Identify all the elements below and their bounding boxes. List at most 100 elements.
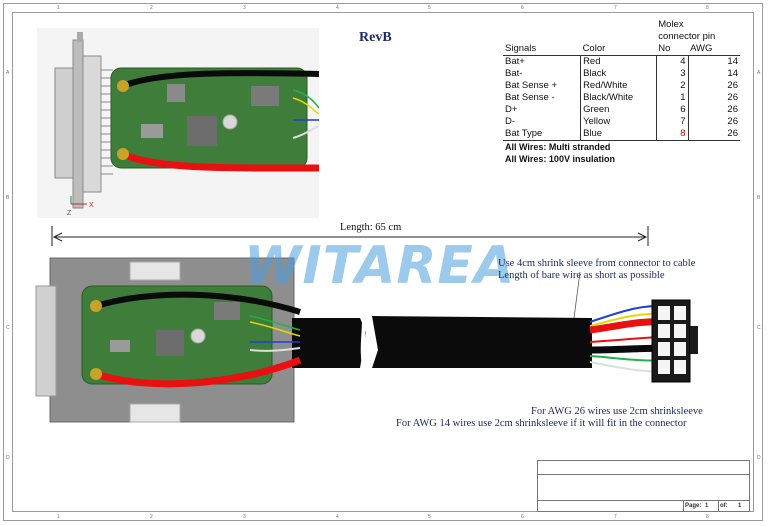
tick-bottom-5: 5: [428, 514, 431, 520]
wire-green-top: [292, 89, 319, 109]
annotation-leader-line: [573, 271, 581, 319]
tick-right-c: C: [757, 325, 761, 331]
tick-top-1: 1: [57, 5, 60, 11]
tick-bottom-8: 8: [706, 514, 709, 520]
row-color: Blue: [580, 128, 657, 141]
tick-bottom-6: 6: [521, 514, 524, 520]
row-awg: 26: [687, 128, 740, 141]
revision-title: RevB: [359, 30, 392, 45]
table-header-color: Color: [582, 43, 606, 54]
row-pin: 6: [655, 104, 689, 116]
row-awg: 26: [687, 92, 740, 104]
tick-right-d: D: [757, 455, 761, 461]
axis-indicator-icon: Z X: [67, 196, 94, 217]
of-number: 1: [738, 503, 742, 509]
tick-right-a: A: [757, 70, 761, 76]
pcb-chip-main-assembly: [156, 330, 184, 356]
cable-sleeve-left: [292, 318, 366, 368]
db-connector-side-view: [54, 32, 102, 209]
pcb-chip-regulator: [141, 124, 163, 138]
row-color: Red: [580, 55, 657, 68]
tick-bottom-7: 7: [614, 514, 617, 520]
wire-black-assembly: [95, 291, 301, 315]
row-pin: 3: [655, 68, 689, 80]
pcb-mounting-hole: [222, 114, 238, 130]
table-row: Bat+ Red 4 14: [503, 55, 740, 68]
pcb-chip-right-assembly: [214, 302, 240, 320]
tick-bottom-3: 3: [243, 514, 246, 520]
tick-top-7: 7: [614, 5, 617, 11]
row-pin: 2: [655, 80, 689, 92]
molex-connector: [651, 299, 698, 383]
screw-top: [129, 261, 181, 281]
annotation-shrink-sleeve: Use 4cm shrink sleeve from connector to …: [498, 258, 696, 269]
row-color: Black: [580, 68, 657, 80]
row-signal: Bat Sense +: [505, 80, 558, 91]
inner-frame: [12, 12, 754, 512]
row-signal: Bat Sense -: [505, 92, 555, 103]
row-signal: D+: [505, 104, 518, 115]
wire-black-top: [121, 70, 319, 89]
wire-red-top: [121, 150, 319, 172]
row-pin: 1: [655, 92, 689, 104]
tick-top-5: 5: [428, 5, 431, 11]
row-color: Black/White: [580, 92, 657, 104]
svg-text:Z: Z: [67, 210, 72, 217]
pcb-chip-small: [167, 84, 185, 102]
solder-pad-red: [117, 148, 129, 160]
cable-sleeve-right: [372, 316, 592, 368]
annotation-bare-wire: Length of bare wire as short as possible: [498, 270, 665, 281]
tick-top-3: 3: [243, 5, 246, 11]
row-color: Green: [580, 104, 657, 116]
wire-signal-table: Molex connector pin Signals Color No AWG…: [503, 19, 740, 165]
row-pin-highlighted: 8: [655, 128, 689, 141]
pcb-mounting-hole-assembly: [190, 328, 206, 344]
tick-bottom-1: 1: [57, 514, 60, 520]
note-multi-stranded: All Wires: Multi stranded: [505, 142, 611, 152]
outer-frame: [3, 3, 763, 521]
pcb-chip-regulator-assembly: [110, 340, 130, 352]
wire-white-top: [292, 125, 319, 139]
row-awg: 14: [687, 68, 740, 80]
of-label: of:: [720, 503, 728, 509]
pcb-chip-main: [187, 116, 217, 146]
watermark-logo: WITAREA: [244, 236, 516, 296]
row-pin: 4: [655, 55, 689, 68]
tick-left-a: A: [6, 70, 10, 76]
table-header-signals: Signals: [505, 43, 537, 54]
tick-top-8: 8: [706, 5, 709, 11]
row-awg: 26: [687, 80, 740, 92]
row-awg: 26: [687, 104, 740, 116]
row-color: Red/White: [580, 80, 657, 92]
table-header-molex: Molex: [658, 19, 684, 30]
solder-pad-black-assembly: [90, 300, 102, 312]
tick-left-c: C: [6, 325, 10, 331]
row-awg: 26: [687, 116, 740, 128]
title-block: [537, 460, 750, 512]
row-signal: Bat+: [505, 56, 525, 67]
tick-top-6: 6: [521, 5, 524, 11]
tick-top-2: 2: [150, 5, 153, 11]
solder-pad-red-assembly: [90, 368, 102, 380]
table-row: Bat Type Blue 8 26: [503, 128, 740, 141]
tick-bottom-2: 2: [150, 514, 153, 520]
table-row: Bat- Black 3 14: [503, 68, 740, 80]
table-row: Bat Sense + Red/White 2 26: [503, 80, 740, 92]
pcb-chip-right: [251, 86, 279, 106]
row-awg: 14: [687, 55, 740, 68]
row-color: Yellow: [580, 116, 657, 128]
table-header-no: No: [658, 43, 671, 54]
tick-top-4: 4: [336, 5, 339, 11]
cable-break-mark: [360, 305, 368, 377]
solder-pad-black: [117, 80, 129, 92]
pcb-3d-render: Z X: [37, 28, 319, 218]
table-row: D- Yellow 7 26: [503, 116, 740, 128]
table-row: Bat Sense - Black/White 1 26: [503, 92, 740, 104]
page-label: Page:: [685, 503, 702, 509]
wire-yellow-assembly: [249, 321, 301, 337]
row-signal: Bat-: [505, 68, 523, 79]
svg-text:X: X: [89, 202, 94, 209]
tick-left-b: B: [6, 195, 10, 201]
